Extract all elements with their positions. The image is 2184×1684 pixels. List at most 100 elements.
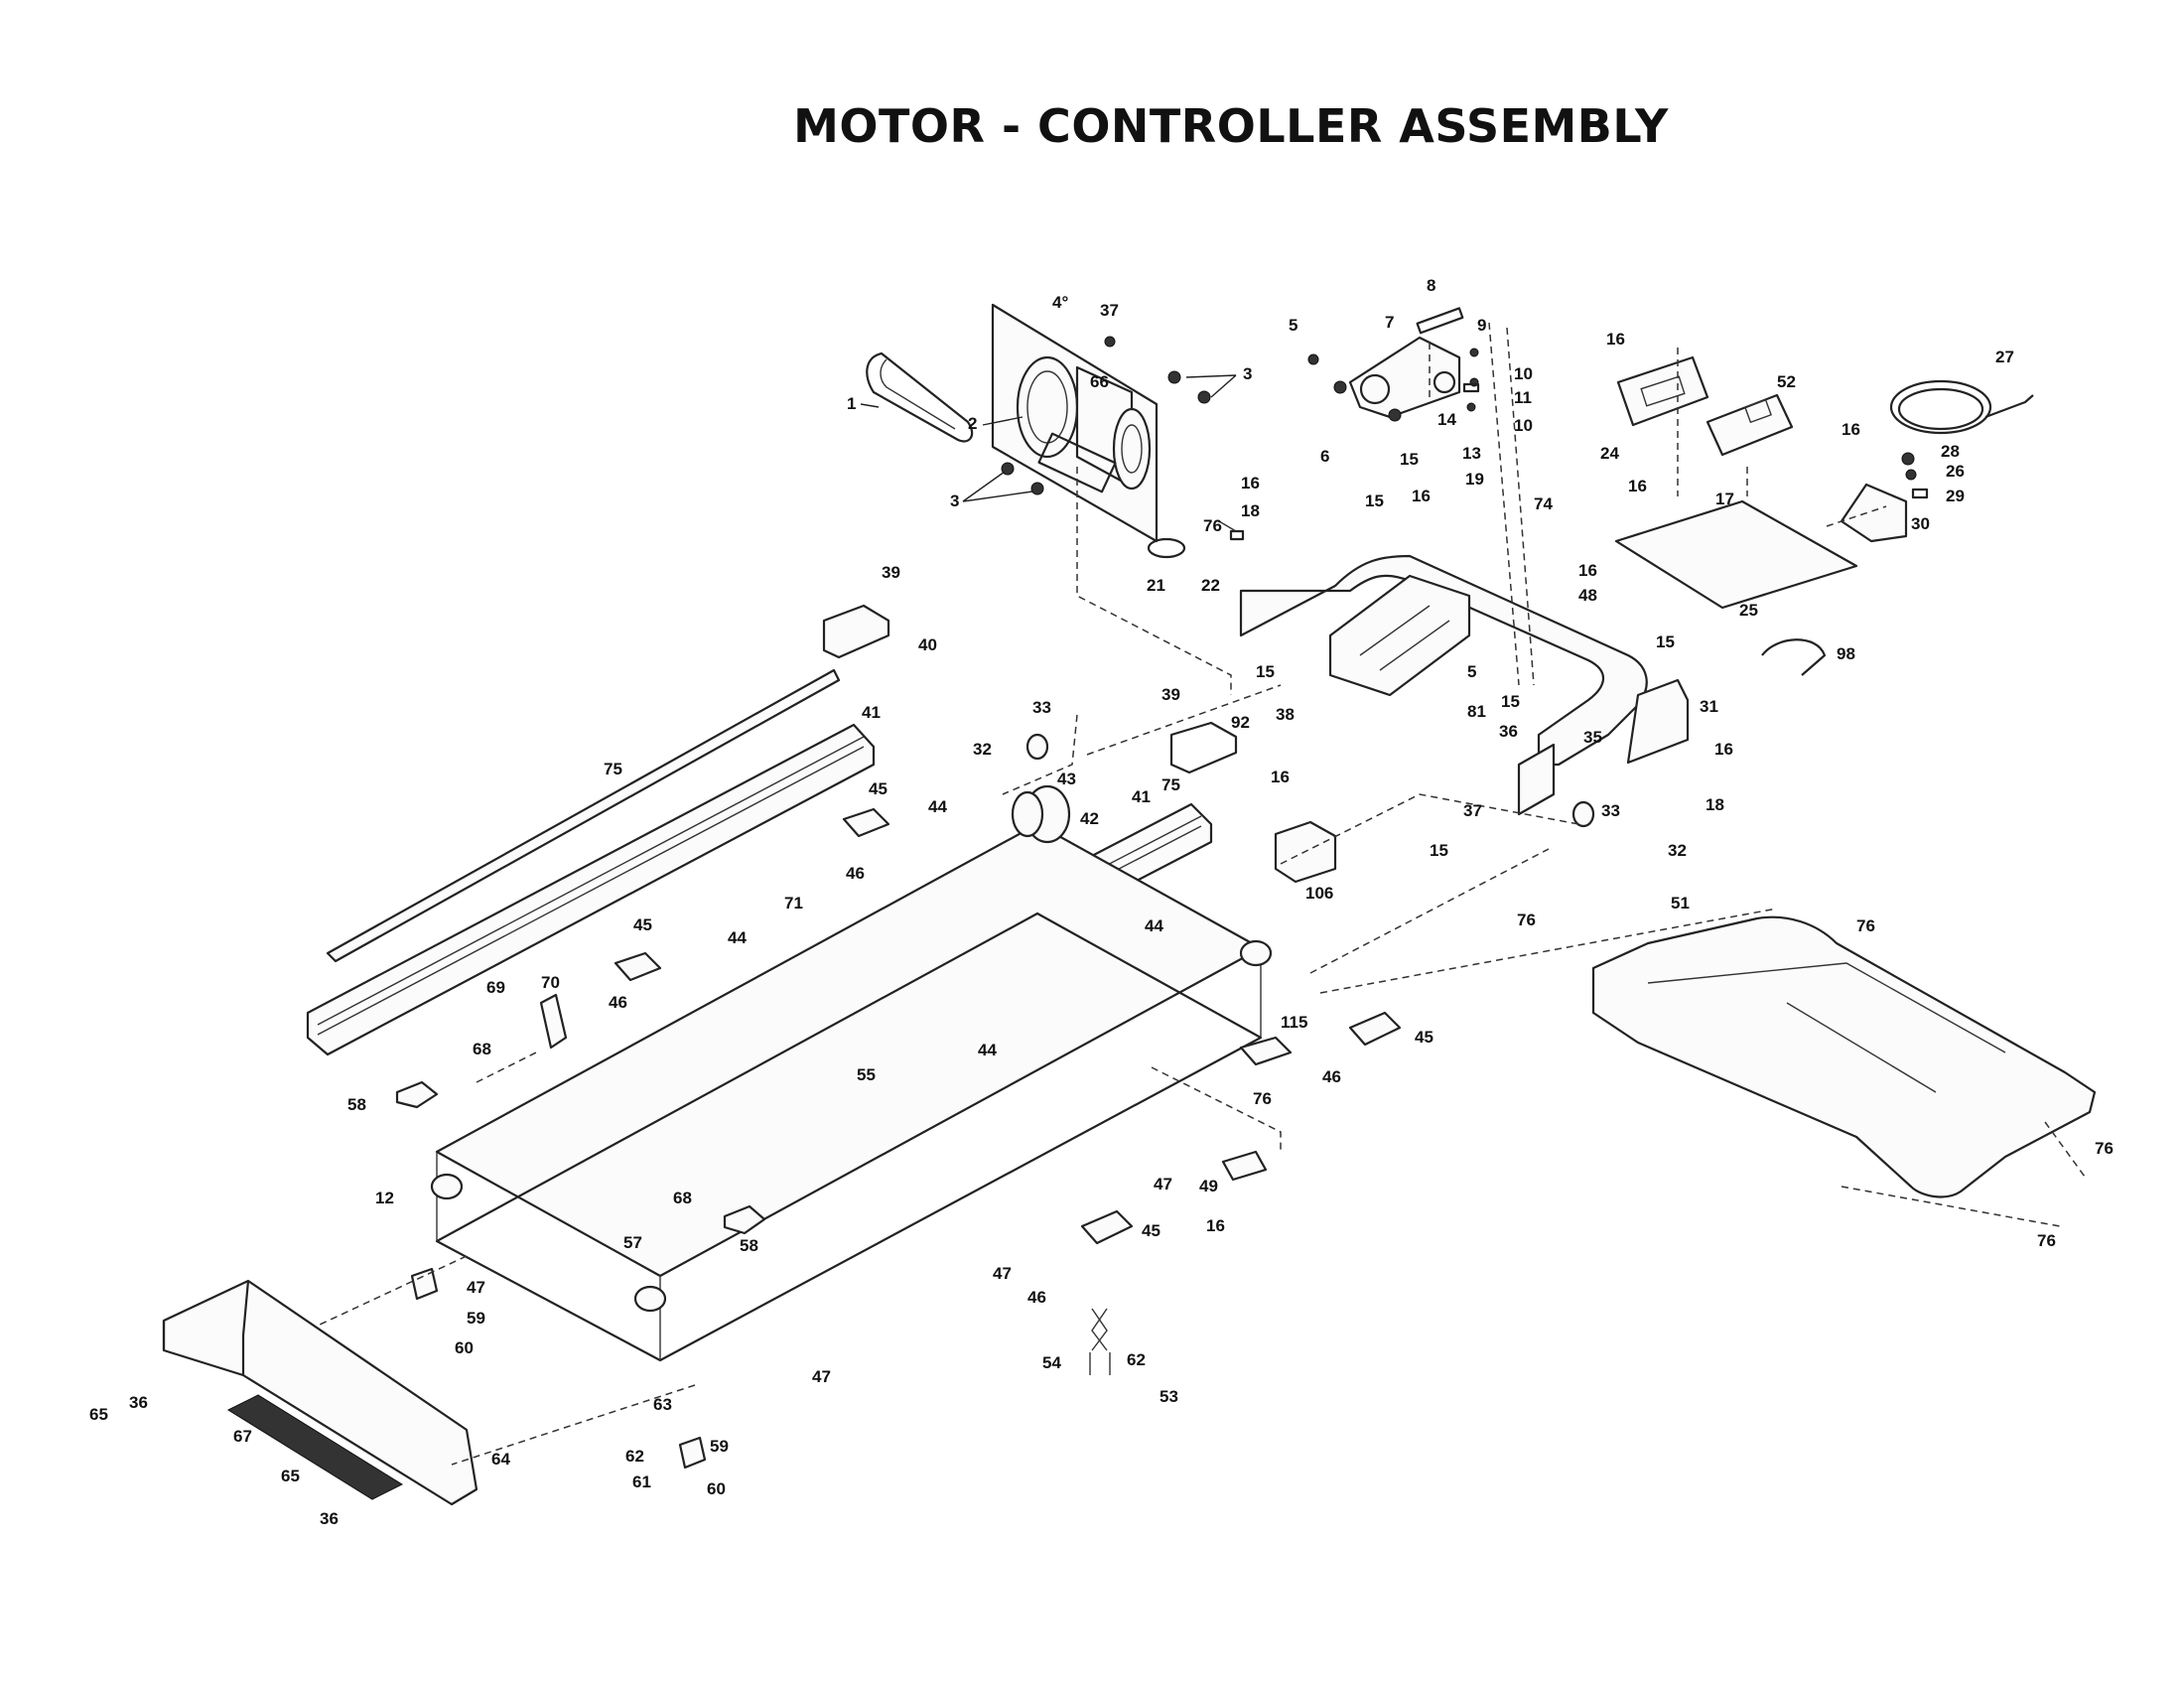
label-76-b: 76 bbox=[1253, 1089, 1272, 1108]
label-46-b: 46 bbox=[609, 993, 627, 1012]
label-68-a: 68 bbox=[473, 1040, 491, 1058]
label-52: 52 bbox=[1777, 372, 1796, 391]
label-44-b: 44 bbox=[728, 928, 747, 947]
wire-ties-54 bbox=[1089, 1308, 1111, 1375]
label-61: 61 bbox=[632, 1473, 651, 1491]
label-32-b: 32 bbox=[1668, 841, 1687, 860]
controller-board bbox=[1616, 355, 1709, 427]
label-36-b: 36 bbox=[129, 1393, 148, 1412]
filter-board bbox=[1706, 393, 1794, 457]
label-63: 63 bbox=[653, 1395, 672, 1414]
label-75-b: 75 bbox=[1161, 775, 1180, 794]
label-37-top: 37 bbox=[1100, 301, 1119, 320]
label-51: 51 bbox=[1671, 894, 1690, 912]
label-15-b: 15 bbox=[1365, 491, 1384, 510]
rear-feet-and-caps bbox=[395, 807, 1402, 1470]
label-16-c: 16 bbox=[1578, 561, 1597, 580]
trim-strip-left bbox=[326, 668, 841, 963]
label-25: 25 bbox=[1739, 601, 1758, 620]
electronics-base-plate bbox=[1614, 499, 1858, 610]
label-76-a: 76 bbox=[1203, 516, 1222, 535]
label-58-b: 58 bbox=[740, 1236, 758, 1255]
label-49: 49 bbox=[1199, 1177, 1218, 1195]
label-39-b: 39 bbox=[1161, 685, 1180, 704]
label-70: 70 bbox=[541, 973, 560, 992]
label-16-a: 16 bbox=[1241, 474, 1260, 492]
label-8: 8 bbox=[1427, 276, 1435, 295]
label-29: 29 bbox=[1946, 487, 1965, 505]
label-15-c: 15 bbox=[1256, 662, 1275, 681]
label-5-top: 5 bbox=[1289, 316, 1297, 335]
label-6: 6 bbox=[1320, 447, 1329, 466]
motor-cover-small bbox=[822, 604, 1238, 774]
label-55: 55 bbox=[857, 1065, 876, 1084]
label-13: 13 bbox=[1462, 444, 1481, 463]
label-46-a: 46 bbox=[846, 864, 865, 883]
label-69: 69 bbox=[486, 978, 505, 997]
label-44-c: 44 bbox=[1145, 916, 1163, 935]
label-27: 27 bbox=[1995, 348, 2014, 366]
label-64: 64 bbox=[491, 1450, 510, 1469]
label-33-b: 33 bbox=[1601, 801, 1620, 820]
label-47-c: 47 bbox=[467, 1278, 485, 1297]
label-1: 1 bbox=[847, 394, 856, 413]
label-44-a: 44 bbox=[928, 797, 947, 816]
label-21: 21 bbox=[1147, 576, 1165, 595]
label-12: 12 bbox=[375, 1189, 394, 1207]
label-58-a: 58 bbox=[347, 1095, 366, 1114]
upright-frame bbox=[1239, 554, 1690, 816]
label-59-a: 59 bbox=[467, 1309, 485, 1328]
callout-labels: 1 2 4° 37 66 3 3 21 22 76 5 7 8 9 10 11 … bbox=[89, 276, 2114, 1528]
label-40: 40 bbox=[918, 635, 937, 654]
label-62-a: 62 bbox=[1127, 1350, 1146, 1369]
incline-motor-assembly bbox=[1307, 307, 1480, 422]
label-54: 54 bbox=[1042, 1353, 1061, 1372]
label-60-a: 60 bbox=[455, 1338, 474, 1357]
label-46-c: 46 bbox=[1322, 1067, 1341, 1086]
label-67: 67 bbox=[233, 1427, 252, 1446]
assembly-guide-lines bbox=[317, 322, 2086, 1466]
label-16-f: 16 bbox=[1628, 477, 1647, 495]
label-16-e: 16 bbox=[1606, 330, 1625, 349]
label-2: 2 bbox=[968, 414, 977, 433]
label-33-a: 33 bbox=[1032, 698, 1051, 717]
label-22: 22 bbox=[1201, 576, 1220, 595]
label-4: 4° bbox=[1052, 293, 1068, 312]
label-14: 14 bbox=[1437, 410, 1456, 429]
label-11: 11 bbox=[1514, 388, 1532, 407]
label-30: 30 bbox=[1911, 514, 1930, 533]
label-68-b: 68 bbox=[673, 1189, 692, 1207]
label-45-c: 45 bbox=[1415, 1028, 1433, 1047]
label-3-top: 3 bbox=[1243, 364, 1252, 383]
ground-wire bbox=[1761, 638, 1827, 676]
label-10-a: 10 bbox=[1514, 364, 1533, 383]
label-47-b: 47 bbox=[993, 1264, 1012, 1283]
label-47-d: 47 bbox=[812, 1367, 831, 1386]
power-cord bbox=[1889, 379, 2034, 435]
label-7: 7 bbox=[1385, 313, 1394, 332]
label-15-a: 15 bbox=[1400, 450, 1419, 469]
label-37-b: 37 bbox=[1463, 801, 1482, 820]
label-31: 31 bbox=[1700, 697, 1718, 716]
label-16-d: 16 bbox=[1714, 740, 1733, 759]
label-16-i: 16 bbox=[1206, 1216, 1225, 1235]
rear-roller bbox=[430, 1173, 667, 1313]
label-41-a: 41 bbox=[862, 703, 881, 722]
motor-belt bbox=[866, 351, 974, 443]
label-75-a: 75 bbox=[604, 760, 622, 778]
label-66: 66 bbox=[1090, 372, 1109, 391]
label-74: 74 bbox=[1534, 494, 1553, 513]
label-10-b: 10 bbox=[1514, 416, 1533, 435]
label-60-b: 60 bbox=[707, 1479, 726, 1498]
label-35: 35 bbox=[1583, 728, 1602, 747]
label-65-b: 65 bbox=[281, 1467, 300, 1485]
label-3-bottom: 3 bbox=[950, 491, 959, 510]
label-17: 17 bbox=[1715, 490, 1734, 508]
label-71: 71 bbox=[784, 894, 803, 912]
label-32-a: 32 bbox=[973, 740, 992, 759]
label-19: 19 bbox=[1465, 470, 1484, 489]
label-59-b: 59 bbox=[710, 1437, 729, 1456]
label-45-d: 45 bbox=[1142, 1221, 1160, 1240]
label-39-a: 39 bbox=[882, 563, 900, 582]
